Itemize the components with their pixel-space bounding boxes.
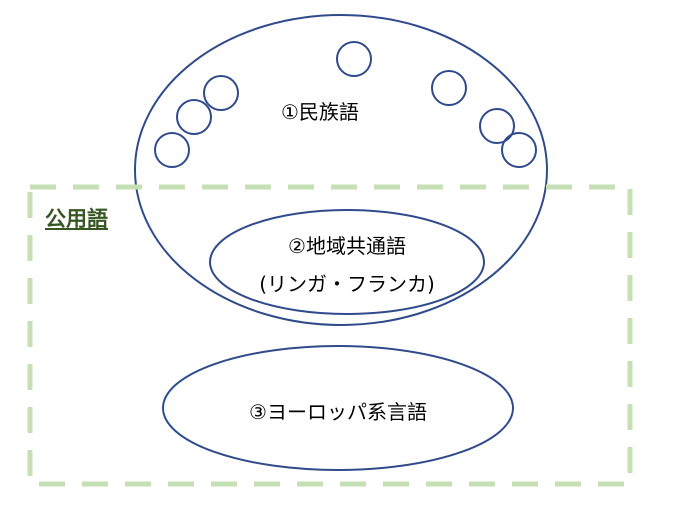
official-language-dashed-box — [27, 184, 633, 487]
ethnic-language-ellipse — [134, 14, 548, 326]
lingua-franca-ellipse — [209, 209, 485, 315]
small-language-circle — [479, 108, 515, 144]
small-language-circle — [203, 75, 239, 111]
european-language-ellipse — [162, 345, 514, 471]
small-language-circle — [431, 70, 467, 106]
lingua-franca-label-1: ②地域共通語 — [288, 234, 406, 258]
european-language-label: ③ヨーロッパ系言語 — [249, 400, 427, 424]
small-language-circle — [154, 132, 190, 168]
ethnic-language-label: ①民族語 — [281, 100, 359, 124]
official-language-label: 公用語 — [45, 207, 108, 231]
small-language-circle — [501, 132, 537, 168]
small-language-circle — [336, 41, 372, 77]
lingua-franca-label-2: (リンガ・フランカ) — [259, 272, 435, 296]
small-language-circle — [176, 99, 212, 135]
